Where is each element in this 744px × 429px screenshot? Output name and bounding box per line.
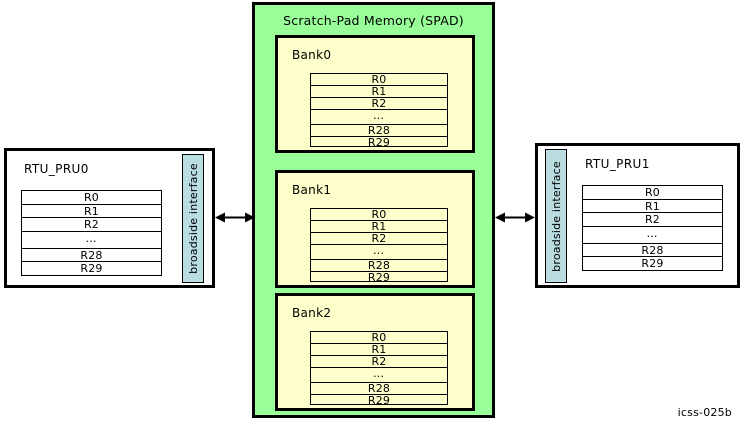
pru1-spad-link-arrow — [495, 212, 535, 223]
bank2-title: Bank2 — [292, 306, 332, 320]
register-row: R1 — [583, 200, 722, 214]
rtu-pru1-register-table: R0 R1 R2 … R28 R29 — [582, 185, 723, 271]
register-row: R1 — [311, 221, 447, 233]
register-row: R2 — [583, 213, 722, 228]
rtu-pru1-block[interactable]: broadside interface RTU_PRU1 R0 R1 R2 … … — [535, 143, 740, 288]
bank0-block[interactable]: Bank0 R0 R1 R2 … R28 R29 — [275, 35, 475, 153]
register-row-ellipsis: … — [22, 232, 161, 249]
register-row: R29 — [641, 257, 664, 271]
bank0-title: Bank0 — [292, 48, 332, 62]
register-row: R29 — [367, 136, 391, 149]
register-row: R1 — [311, 86, 447, 98]
rtu-pru1-broadside-interface[interactable]: broadside interface — [545, 149, 567, 283]
register-row: R0 — [22, 191, 161, 205]
rtu-pru0-block[interactable]: RTU_PRU0 R0 R1 R2 … R28 R29 broadside in… — [4, 148, 215, 288]
register-row: R29 — [367, 394, 391, 407]
register-row: R28 — [311, 125, 447, 137]
register-row-ellipsis: … — [311, 245, 447, 260]
register-row: R0 — [311, 332, 447, 344]
bank0-register-table: R0 R1 R2 … R28 R29 — [310, 73, 448, 149]
broadside-interface-label: broadside interface — [549, 160, 563, 272]
register-row: R1 — [311, 344, 447, 356]
bank1-register-table: R0 R1 R2 … R28 R29 — [310, 208, 448, 284]
register-row: R28 — [22, 249, 161, 263]
pru0-spad-link-arrow — [215, 212, 255, 223]
rtu-pru0-register-table: R0 R1 R2 … R28 R29 — [21, 190, 162, 276]
rtu-pru0-title: RTU_PRU0 — [24, 162, 89, 176]
broadside-interface-label: broadside interface — [186, 163, 200, 274]
bank1-title: Bank1 — [292, 183, 332, 197]
register-row: R28 — [311, 383, 447, 395]
register-row: R29 — [80, 262, 103, 276]
register-row: R29 — [367, 271, 391, 284]
register-row: R1 — [22, 205, 161, 219]
register-row: R2 — [311, 98, 447, 110]
register-row: R0 — [311, 209, 447, 221]
bank2-register-table: R0 R1 R2 … R28 R29 — [310, 331, 448, 407]
register-row: R2 — [22, 218, 161, 233]
register-row: R2 — [311, 356, 447, 368]
register-row-ellipsis: … — [583, 227, 722, 244]
register-row: R28 — [311, 260, 447, 272]
register-row-ellipsis: … — [311, 368, 447, 383]
bank2-block[interactable]: Bank2 R0 R1 R2 … R28 R29 — [275, 293, 475, 411]
rtu-pru0-broadside-interface[interactable]: broadside interface — [182, 154, 204, 283]
scratch-pad-memory-block[interactable]: Scratch-Pad Memory (SPAD) Bank0 R0 R1 R2… — [252, 2, 495, 418]
figure-caption: icss-025b — [677, 406, 732, 419]
bank1-block[interactable]: Bank1 R0 R1 R2 … R28 R29 — [275, 170, 475, 288]
spad-title: Scratch-Pad Memory (SPAD) — [283, 13, 464, 28]
rtu-pru1-title: RTU_PRU1 — [585, 157, 650, 171]
register-row: R0 — [311, 74, 447, 86]
register-row-ellipsis: … — [311, 110, 447, 125]
register-row: R28 — [583, 244, 722, 258]
register-row: R2 — [311, 233, 447, 245]
register-row: R0 — [583, 186, 722, 200]
